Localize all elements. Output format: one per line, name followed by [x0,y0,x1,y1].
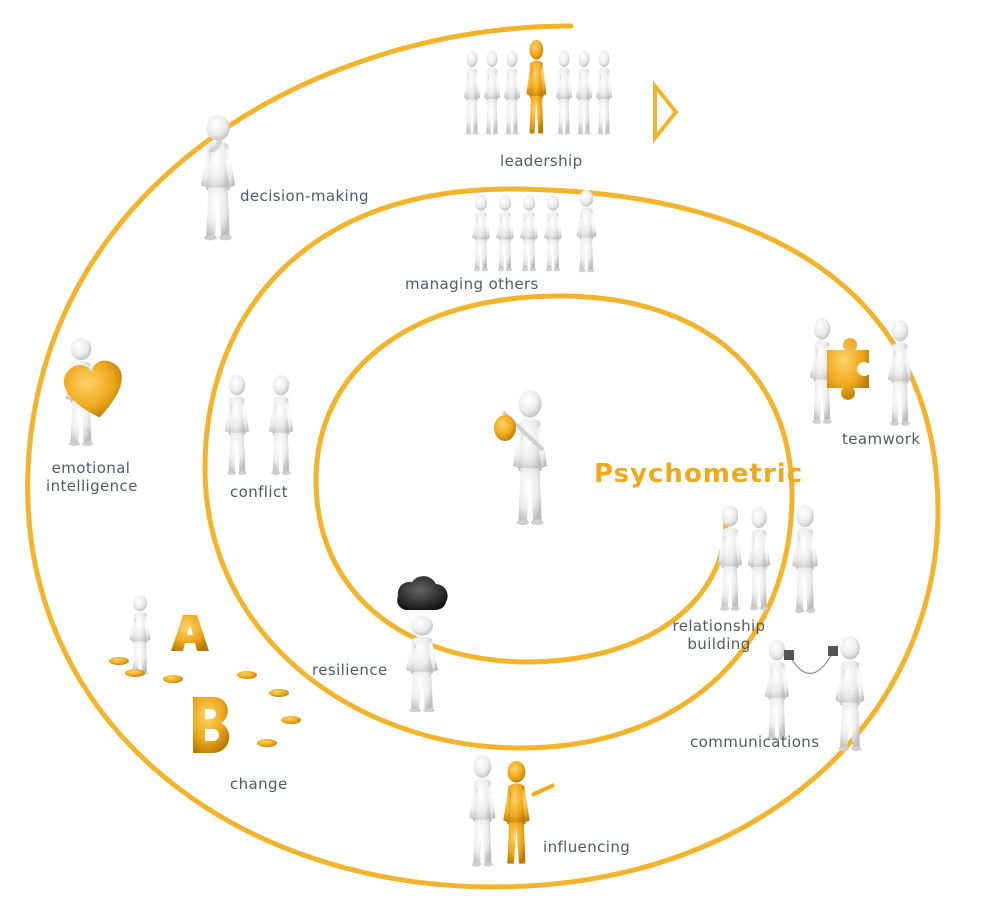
walking-traveller-icon [494,390,547,526]
label-emotional-intelligence: emotional intelligence [46,459,138,495]
tin-can-phone-icon [765,636,865,752]
puzzle-figures-icon [810,318,912,426]
label-communications: communications [690,733,820,751]
label-conflict: conflict [230,483,288,501]
label-relationship-building-line1: relationship [672,617,766,635]
label-leadership: leadership [500,152,583,170]
conflict-figures-icon [225,375,293,475]
influencing-pair-icon [469,755,555,867]
label-emotional-intelligence-line2: intelligence [46,477,138,495]
label-teamwork: teamwork [842,430,921,448]
label-relationship-building-line2: building [687,635,751,653]
label-managing-others: managing others [405,275,539,293]
handshake-trio-icon [718,505,818,613]
thinking-figure-icon [200,115,236,241]
label-decision-making: decision-making [240,187,369,205]
storm-cloud-figure-icon [397,576,448,712]
label-influencing: influencing [543,838,631,856]
leader-group-icon [464,40,612,135]
a-to-b-path-icon [109,595,301,754]
heart-figure-icon [64,338,122,447]
diagram-title: Psychometric [594,459,804,489]
label-relationship-building: relationship building [664,617,774,653]
label-change: change [230,775,288,793]
label-emotional-intelligence-line1: emotional [51,459,131,477]
handshake-group-icon [472,190,597,273]
play-arrow-icon [653,80,679,144]
label-resilience: resilience [312,661,388,679]
